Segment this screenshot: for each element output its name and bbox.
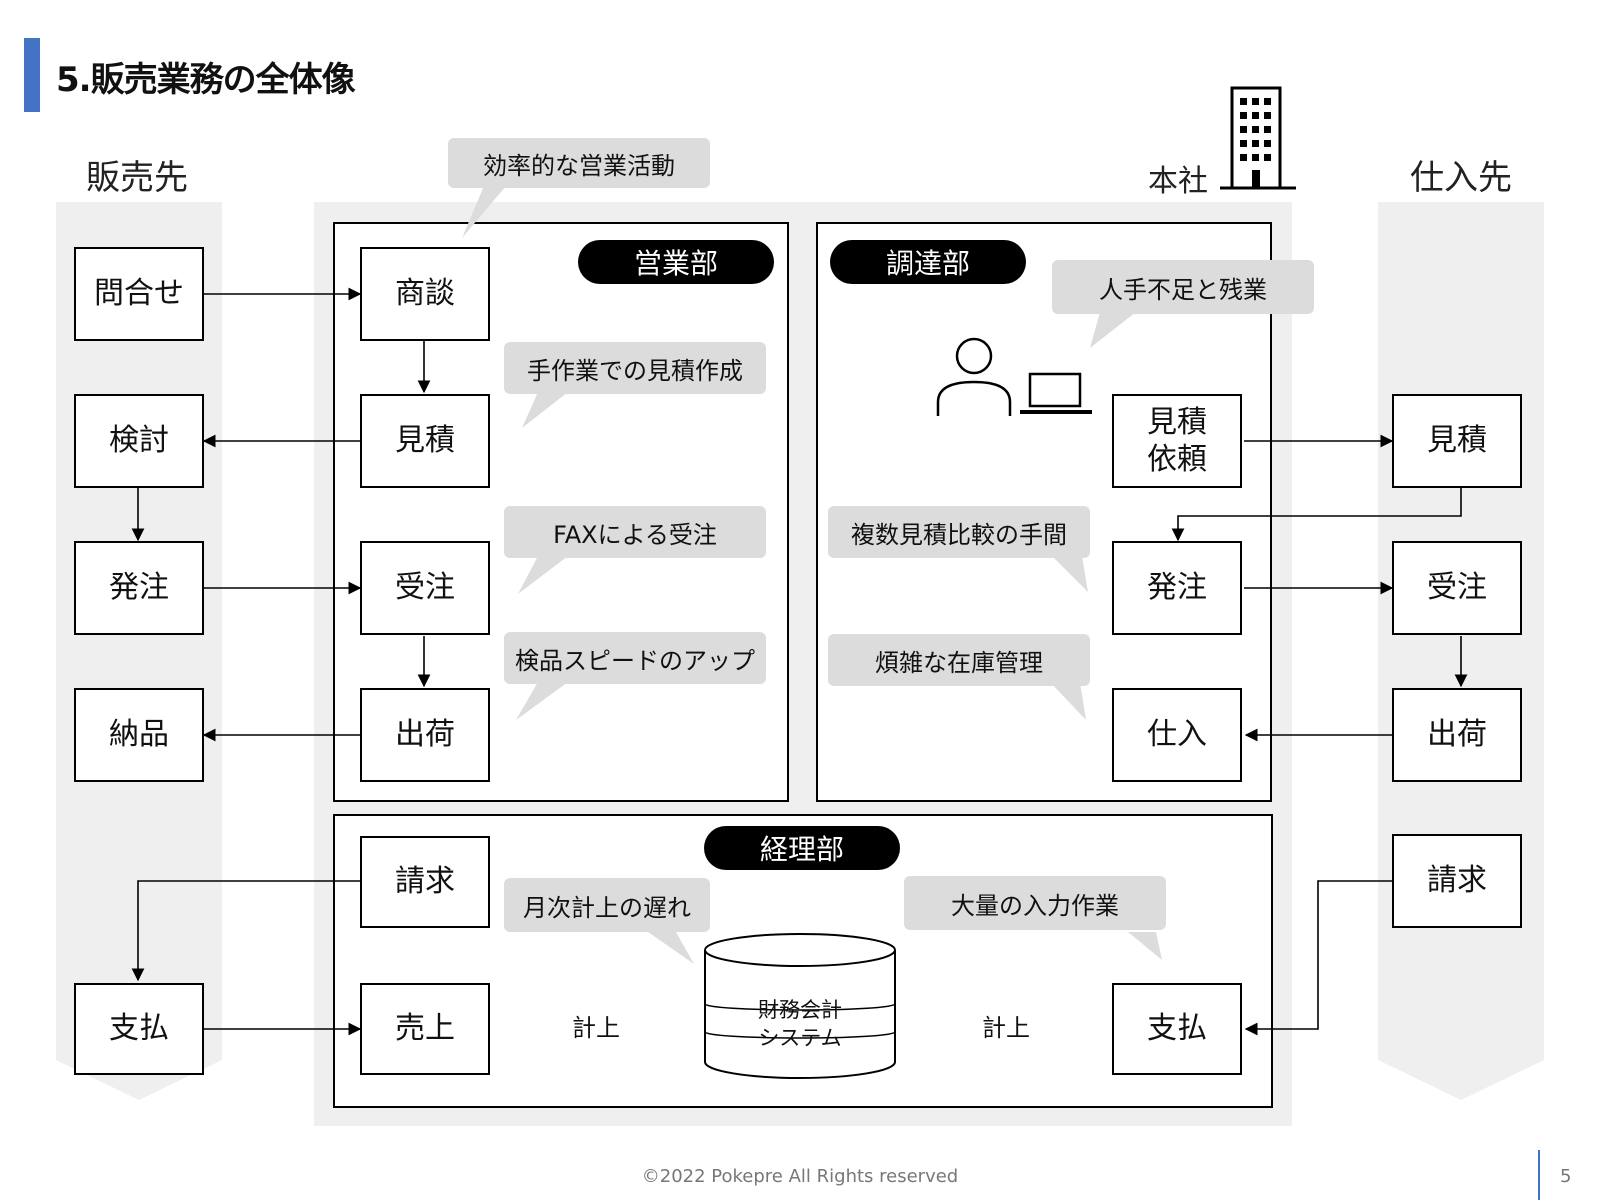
hq-column-label: 本社 [1148,164,1208,199]
page-title: 5.販売業務の全体像 [56,60,356,100]
sales-quote-box: 見積 [360,394,490,488]
sales-shipment-box: 出荷 [360,688,490,782]
laptop-icon [1020,372,1092,414]
bubble-multi-quote: 複数見積比較の手間 [828,506,1090,558]
customer-review-box: 検討 [74,394,204,488]
database-icon [704,933,896,1079]
footer-copyright: ©2022 Pokepre All Rights reserved [641,1166,959,1187]
bubble-mass-input: 大量の入力作業 [904,876,1166,930]
title-accent-bar [24,38,40,112]
bubble-inventory: 煩雑な在庫管理 [828,634,1090,686]
supplier-invoice-box: 請求 [1392,834,1522,928]
page-number: 5 [1560,1166,1572,1187]
accounting-sales-box: 売上 [360,983,490,1075]
post-label-left: 計上 [572,1014,620,1042]
accounting-invoice-box: 請求 [360,836,490,928]
arrow-invoice-to-payment [131,880,360,982]
procurement-quote-request-box: 見積 依頼 [1112,394,1242,488]
customer-order-box: 発注 [74,541,204,635]
customer-delivery-box: 納品 [74,688,204,782]
customer-column-label: 販売先 [86,158,188,198]
page-number-divider [1538,1150,1540,1200]
post-label-right: 計上 [982,1014,1030,1042]
bubble-monthly-delay: 月次計上の遅れ [504,878,710,932]
customer-inquiry-box: 問合せ [74,247,204,341]
sales-order-received-box: 受注 [360,541,490,635]
sales-negotiation-box: 商談 [360,247,490,341]
procurement-dept-label: 調達部 [830,240,1026,284]
financial-system-label: 財務会計 システム [758,998,842,1050]
bubble-efficient-sales: 効率的な営業活動 [448,138,710,188]
building-icon [1220,86,1296,190]
person-icon [936,337,1012,416]
sales-dept-label: 営業部 [578,240,774,284]
supplier-shipment-box: 出荷 [1392,688,1522,782]
bubble-fax-order: FAXによる受注 [504,506,766,558]
accounting-payment-box: 支払 [1112,983,1242,1075]
arrow-supplierquote-to-order [1171,488,1462,542]
supplier-quote-box: 見積 [1392,394,1522,488]
supplier-column-label: 仕入先 [1410,158,1512,198]
customer-payment-box: 支払 [74,983,204,1075]
bubble-manual-quote: 手作業での見積作成 [504,342,766,394]
procurement-purchase-box: 仕入 [1112,688,1242,782]
accounting-dept-label: 経理部 [704,826,900,870]
arrow-supplierinvoice-to-payment [1244,880,1392,1036]
supplier-order-received-box: 受注 [1392,541,1522,635]
bubble-inspection-speed: 検品スピードのアップ [504,632,766,684]
bubble-staff-shortage: 人手不足と残業 [1052,260,1314,314]
procurement-order-box: 発注 [1112,541,1242,635]
